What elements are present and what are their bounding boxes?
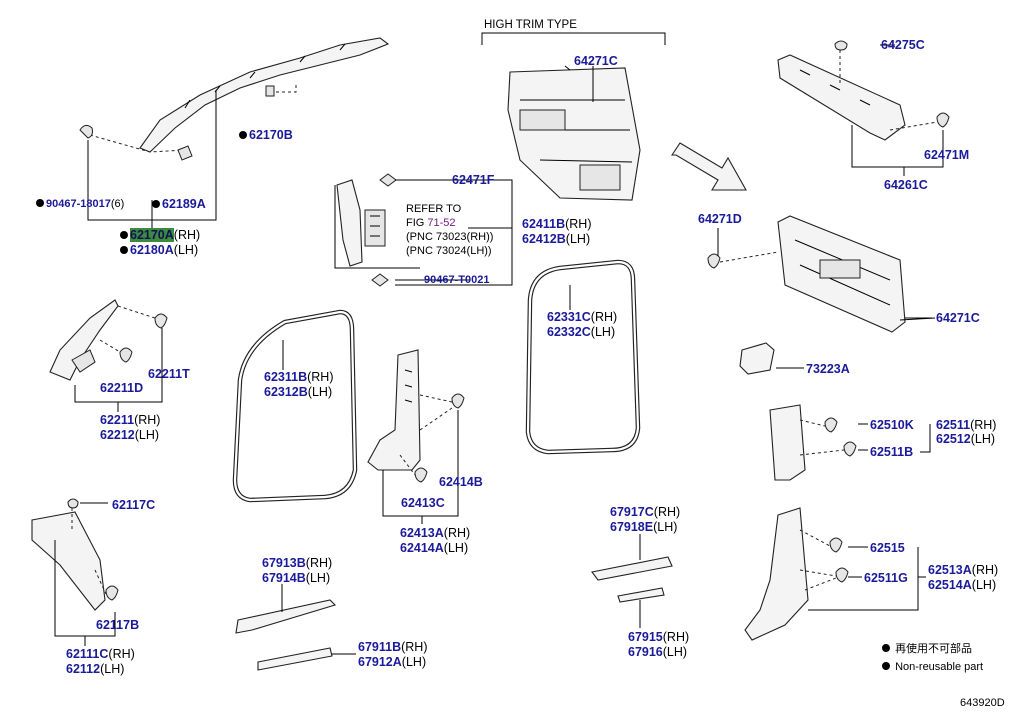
refer-to-label: REFER TO — [406, 203, 462, 215]
front-door-weatherstrip-drawing — [232, 309, 358, 503]
legend-dot-icon — [882, 662, 890, 670]
non-reusable-dot-icon — [120, 231, 128, 239]
rear-rail-trim-drawing — [777, 40, 950, 141]
part-label-64275c[interactable]: 64275C — [881, 38, 925, 52]
quarter-pillar-drawing — [769, 404, 857, 481]
part-label-62211t[interactable]: 62211T — [148, 367, 190, 381]
center-pillar-lower-drawing — [367, 349, 465, 483]
part-label-67913b[interactable]: 67913B(RH) — [262, 556, 333, 570]
part-label-62512[interactable]: 62512(LH) — [936, 432, 996, 446]
part-label-90467-18017[interactable]: 90467-18017(6) — [36, 197, 124, 211]
part-label-62189a[interactable]: 62189A — [152, 197, 206, 211]
part-label-62471m[interactable]: 62471M — [924, 148, 970, 162]
part-label-62412b[interactable]: 62412B(LH) — [522, 232, 591, 246]
part-label-67911b[interactable]: 67911B(RH) — [358, 640, 428, 654]
part-label-67915[interactable]: 67915(RH) — [628, 630, 690, 644]
part-label-67912a[interactable]: 67912A(LH) — [358, 655, 427, 669]
diagram-id: 643920D — [960, 697, 1005, 709]
part-label-62180a[interactable]: 62180A(LH) — [120, 243, 198, 257]
part-label-62211d[interactable]: 62211D — [100, 381, 144, 395]
part-label-62311b[interactable]: 62311B(RH) — [264, 370, 334, 384]
part-label-62413a[interactable]: 62413A(RH) — [400, 526, 471, 540]
part-label-62413c[interactable]: 62413C — [401, 496, 445, 510]
fig-reference-link[interactable]: 71-52 — [427, 217, 456, 229]
part-label-62117b[interactable]: 62117B — [96, 618, 140, 632]
part-label-90467-t0021[interactable]: 90467-T0021 — [424, 274, 490, 286]
rear-panel-trim-drawing — [707, 215, 906, 333]
part-label-62414a[interactable]: 62414A(LH) — [400, 541, 469, 555]
part-label-62510k[interactable]: 62510K — [870, 418, 914, 432]
part-label-62111c[interactable]: 62111C(RH) — [66, 647, 135, 661]
part-label-64271c-lower[interactable]: 64271C — [936, 311, 980, 325]
cowl-side-trim-drawing — [31, 498, 119, 611]
center-pillar-upper-drawing — [336, 173, 397, 287]
part-label-62312b[interactable]: 62312B(LH) — [264, 385, 333, 399]
part-label-62170a[interactable]: 62170A(RH) — [120, 228, 200, 242]
front-pillar-garnish-drawing — [49, 299, 168, 381]
rear-lower-trim-drawing — [744, 507, 849, 641]
part-label-62513a[interactable]: 62513A(RH) — [928, 563, 999, 577]
high-trim-type-label: HIGH TRIM TYPE — [484, 19, 577, 31]
part-label-67916[interactable]: 67916(LH) — [628, 645, 688, 659]
sliding-door-weatherstrip-drawing — [525, 259, 641, 455]
roof-rail-garnish-drawing — [79, 37, 390, 161]
part-label-62414b[interactable]: 62414B — [439, 475, 483, 489]
legend-non-reusable-en: Non-reusable part — [882, 661, 983, 673]
legend-dot-icon — [882, 644, 890, 652]
part-label-64271d[interactable]: 64271D — [698, 212, 742, 226]
part-label-62471f[interactable]: 62471F — [452, 173, 495, 187]
part-label-62170b[interactable]: 62170B — [239, 128, 293, 142]
non-reusable-dot-icon — [120, 246, 128, 254]
door-trim-high-drawing — [507, 67, 641, 201]
refer-fig-label: FIG 71-52 — [406, 217, 456, 229]
non-reusable-dot-icon — [36, 199, 44, 207]
part-label-62515[interactable]: 62515 — [870, 541, 905, 555]
part-label-62514a[interactable]: 62514A(LH) — [928, 578, 997, 592]
non-reusable-dot-icon — [239, 131, 247, 139]
part-label-67918e[interactable]: 67918E(LH) — [610, 520, 678, 534]
part-label-62212[interactable]: 62212(LH) — [100, 428, 160, 442]
non-reusable-dot-icon — [152, 200, 160, 208]
part-label-67914b[interactable]: 67914B(LH) — [262, 571, 331, 585]
refer-pnc-rh: (PNC 73023(RH)) — [406, 231, 494, 243]
part-label-62411b[interactable]: 62411B(RH) — [522, 217, 592, 231]
part-label-62511g[interactable]: 62511G — [864, 571, 908, 585]
box-part-drawing — [739, 342, 775, 375]
part-label-73223a[interactable]: 73223A — [806, 362, 850, 376]
part-label-62112[interactable]: 62112(LH) — [66, 662, 125, 676]
scuff-plates-drawing — [235, 556, 673, 671]
part-label-64271c-upper[interactable]: 64271C — [574, 54, 618, 68]
part-label-62332c[interactable]: 62332C(LH) — [547, 325, 616, 339]
part-label-62511b[interactable]: 62511B — [870, 445, 914, 459]
part-label-62117c[interactable]: 62117C — [112, 498, 156, 512]
part-label-67917c[interactable]: 67917C(RH) — [610, 505, 681, 519]
part-label-62511[interactable]: 62511(RH) — [936, 418, 997, 432]
part-label-62211[interactable]: 62211(RH) — [100, 413, 161, 427]
refer-pnc-lh: (PNC 73024(LH)) — [406, 245, 492, 257]
legend-non-reusable-cn: 再使用不可部品 — [882, 643, 972, 655]
part-label-64261c[interactable]: 64261C — [884, 178, 928, 192]
part-label-62331c[interactable]: 62331C(RH) — [547, 310, 618, 324]
